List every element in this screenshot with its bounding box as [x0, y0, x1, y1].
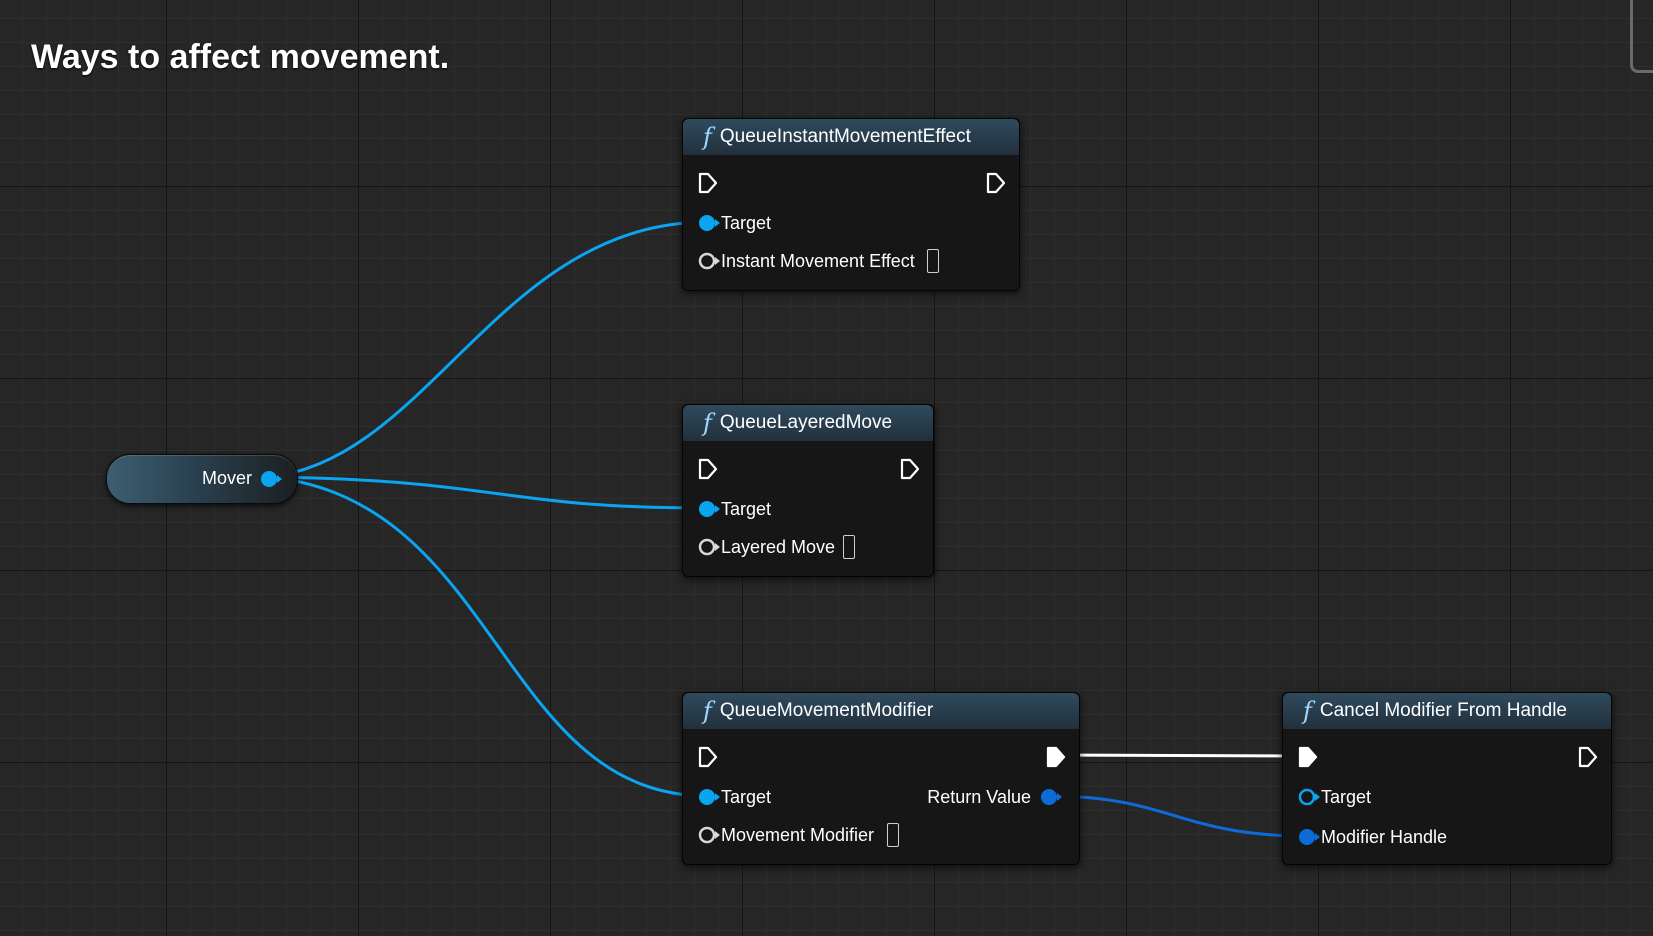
layered-move-pin[interactable]	[697, 536, 721, 558]
struct-value-box[interactable]	[843, 535, 855, 559]
wire-mover-to-layered-target[interactable]	[268, 475, 709, 510]
wire-exec-modifier-to-cancel[interactable]	[1052, 753, 1298, 758]
exec-out-pin[interactable]	[1577, 745, 1599, 769]
node-queue-movement-modifier[interactable]: f QueueMovementModifier Target Return Va…	[682, 692, 1080, 865]
return-value-pin[interactable]	[1039, 786, 1063, 808]
wire-mover-to-modifier-target[interactable]	[268, 475, 709, 798]
target-label: Target	[1321, 787, 1372, 807]
instant-movement-effect-label: Instant Movement Effect	[721, 251, 915, 271]
exec-in-pin[interactable]	[697, 457, 719, 481]
movement-modifier-label: Movement Modifier	[721, 825, 875, 845]
target-label: Target	[721, 787, 772, 807]
movement-modifier-pin[interactable]	[697, 824, 721, 846]
node-header[interactable]: f QueueInstantMovementEffect	[683, 119, 1019, 155]
node-header[interactable]: f QueueLayeredMove	[683, 405, 933, 441]
function-icon: f	[703, 409, 712, 437]
node-header[interactable]: f QueueMovementModifier	[683, 693, 1079, 729]
node-queue-instant-movement-effect[interactable]: f QueueInstantMovementEffect Target Inst…	[682, 118, 1020, 291]
node-header[interactable]: f Cancel Modifier From Handle	[1283, 693, 1611, 729]
wire-mover-to-instant-target[interactable]	[268, 220, 709, 479]
target-pin[interactable]	[697, 498, 721, 520]
function-icon: f	[703, 123, 712, 151]
target-label: Target	[721, 213, 772, 233]
modifier-handle-label: Modifier Handle	[1321, 827, 1448, 847]
target-pin[interactable]	[697, 786, 721, 808]
layered-move-label: Layered Move	[721, 537, 836, 557]
function-icon: f	[703, 697, 712, 725]
exec-out-pin[interactable]	[985, 171, 1007, 195]
comment-frame-edge	[1630, 0, 1653, 73]
struct-value-box[interactable]	[927, 249, 939, 273]
return-value-label: Return Value	[927, 787, 1031, 807]
mover-variable-node[interactable]: Mover	[106, 454, 298, 504]
node-queue-layered-move[interactable]: f QueueLayeredMove Target Layered Move	[682, 404, 934, 577]
target-pin[interactable]	[697, 212, 721, 234]
target-label: Target	[721, 499, 772, 519]
mover-output-pin[interactable]	[259, 467, 283, 491]
node-title: QueueMovementModifier	[719, 700, 934, 721]
target-pin-unconnected[interactable]	[1297, 786, 1321, 808]
node-title: QueueInstantMovementEffect	[719, 126, 971, 147]
node-title: Cancel Modifier From Handle	[1319, 700, 1567, 721]
wire-return-to-modifier-handle[interactable]	[1048, 794, 1308, 838]
mover-label: Mover	[201, 468, 252, 488]
exec-out-pin-connected[interactable]	[1045, 745, 1067, 769]
comment-title: Ways to affect movement.	[31, 38, 450, 76]
exec-in-pin-connected[interactable]	[1297, 745, 1319, 769]
function-icon: f	[1303, 697, 1312, 725]
exec-out-pin[interactable]	[899, 457, 921, 481]
instant-movement-effect-pin[interactable]	[697, 250, 721, 272]
modifier-handle-pin[interactable]	[1297, 826, 1321, 848]
struct-value-box[interactable]	[887, 823, 899, 847]
exec-in-pin[interactable]	[697, 745, 719, 769]
node-title: QueueLayeredMove	[719, 412, 893, 433]
node-cancel-modifier-from-handle[interactable]: f Cancel Modifier From Handle Target Mod…	[1282, 692, 1612, 865]
exec-in-pin[interactable]	[697, 171, 719, 195]
